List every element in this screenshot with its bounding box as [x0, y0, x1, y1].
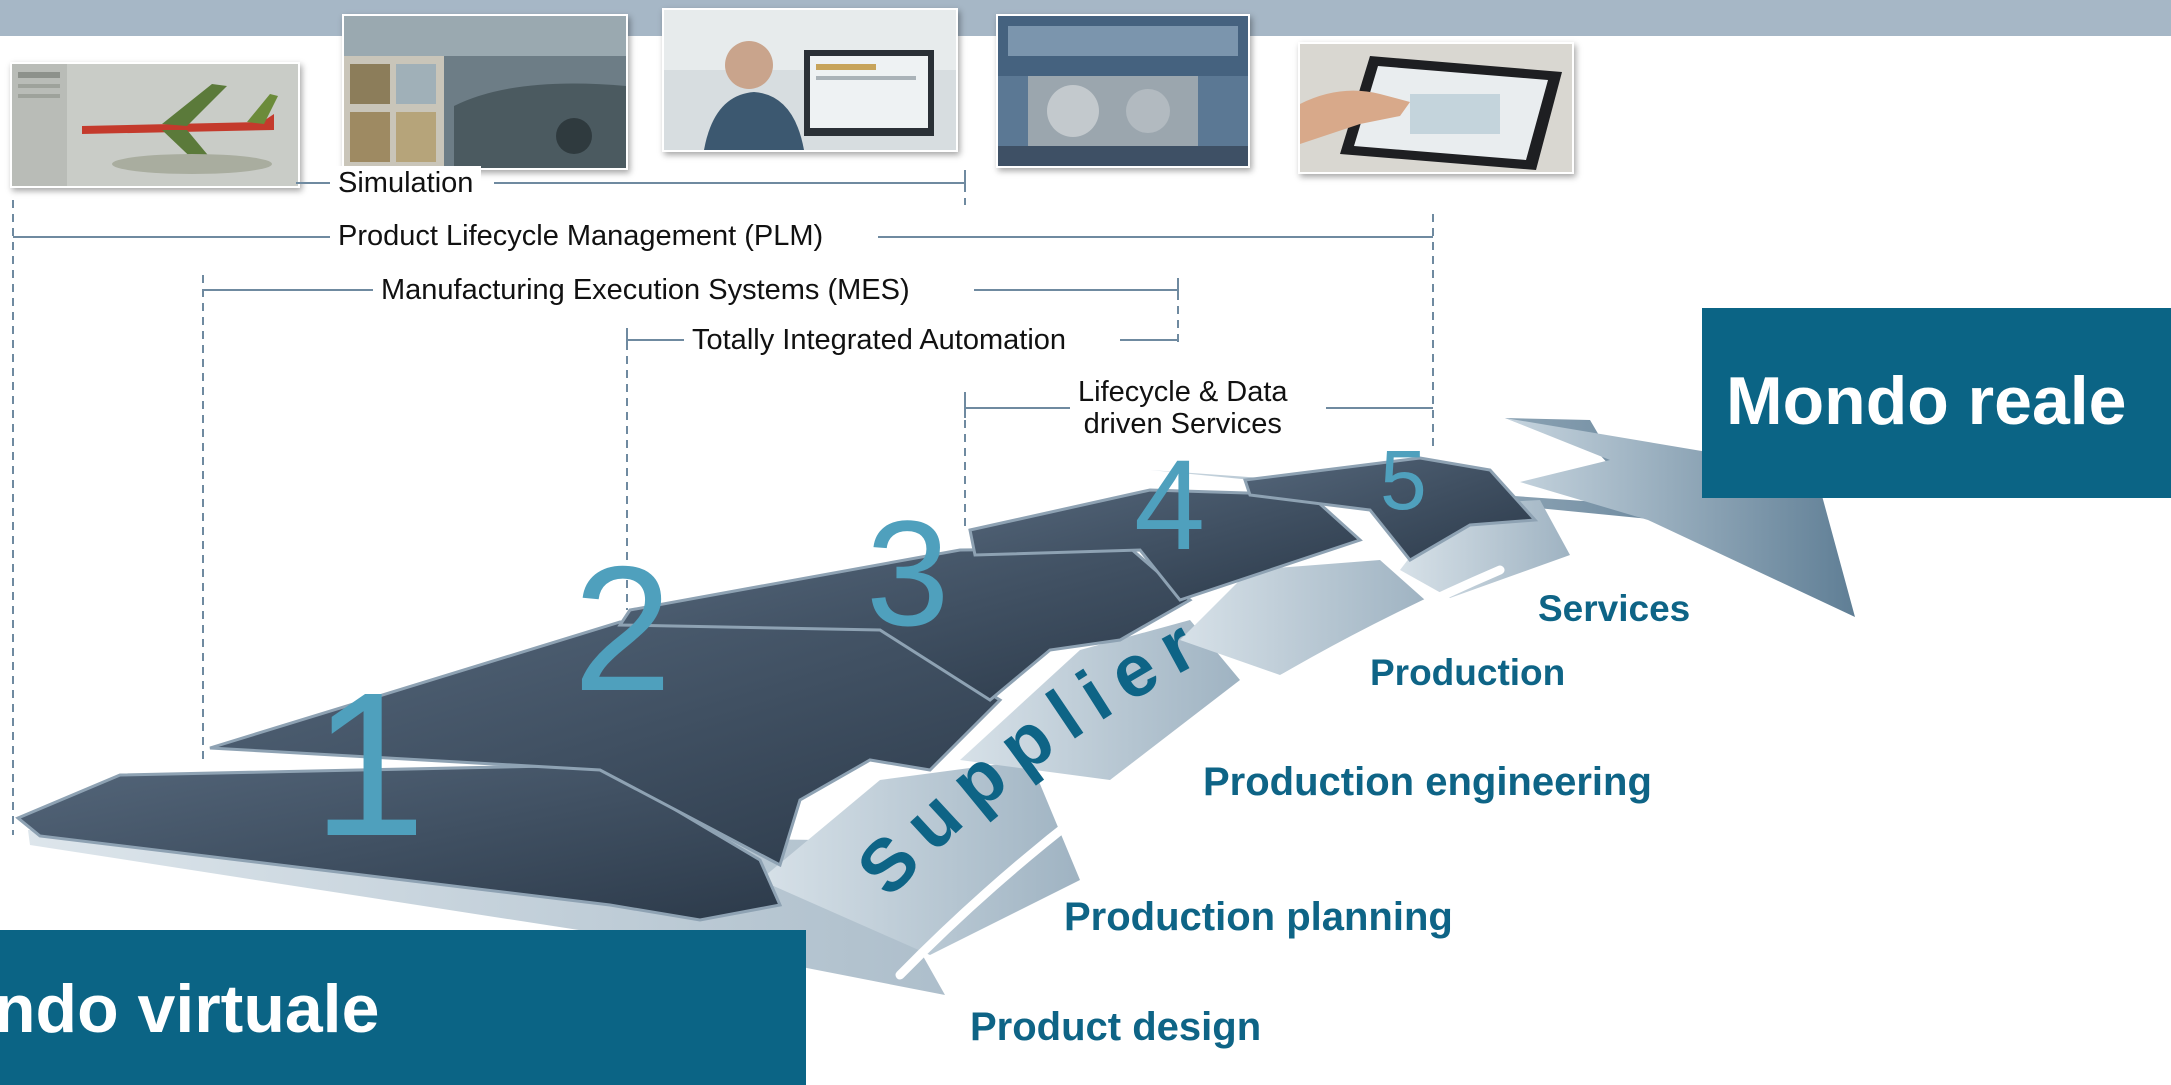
stage-3-number: 3: [866, 489, 950, 657]
airplane-model-icon: [12, 64, 298, 186]
stage-3-base: [960, 620, 1240, 780]
services-span-label-line2: driven Services: [1083, 408, 1282, 440]
real-world-label: Mondo reale: [1726, 363, 2127, 439]
stage-3-label: Production engineering: [1203, 760, 1652, 804]
stage-5-number: 5: [1380, 433, 1427, 527]
airplane-cad-thumbnail: [10, 62, 300, 188]
services-span-label-line1: Lifecycle & Data: [1078, 376, 1288, 408]
stage-4-label: Production: [1370, 652, 1566, 693]
stage-1-label: Product design: [970, 1005, 1262, 1049]
stage-4-number: 4: [1134, 434, 1206, 577]
tia-label: Totally Integrated Automation: [684, 323, 1075, 357]
industrial-machine-icon: [998, 16, 1248, 166]
stage-4-base: [1180, 560, 1425, 675]
services-span-label: Lifecycle & Data driven Services: [1070, 376, 1296, 440]
stage-2-base: [760, 760, 1080, 955]
stage-2-label: Production planning: [1064, 895, 1453, 939]
tablet-hand-icon: [1300, 44, 1572, 172]
supplier-curve: [895, 565, 1505, 980]
machine-hall-thumbnail: [996, 14, 1250, 168]
plm-label: Product Lifecycle Management (PLM): [330, 219, 832, 253]
simulation-label: Simulation: [330, 166, 482, 200]
stage-5-label: Services: [1538, 588, 1691, 629]
stage-1-plate: [15, 763, 783, 922]
operator-screen-thumbnail: [662, 8, 958, 152]
operator-monitor-icon: [664, 10, 956, 150]
virtual-world-label: ndo virtuale: [0, 971, 380, 1047]
car-production-line-icon: [344, 16, 626, 168]
real-world-box: Mondo reale: [1702, 308, 2171, 498]
virtual-world-box: ndo virtuale: [0, 930, 806, 1085]
stage-5-plate: [1242, 456, 1539, 562]
tablet-thumbnail: [1298, 42, 1574, 174]
car-factory-thumbnail: [342, 14, 628, 170]
stage-4-plate: [968, 488, 1363, 602]
mes-label: Manufacturing Execution Systems (MES): [373, 273, 918, 307]
stage-1-number: 1: [312, 650, 427, 879]
stage-2-number: 2: [573, 529, 672, 728]
